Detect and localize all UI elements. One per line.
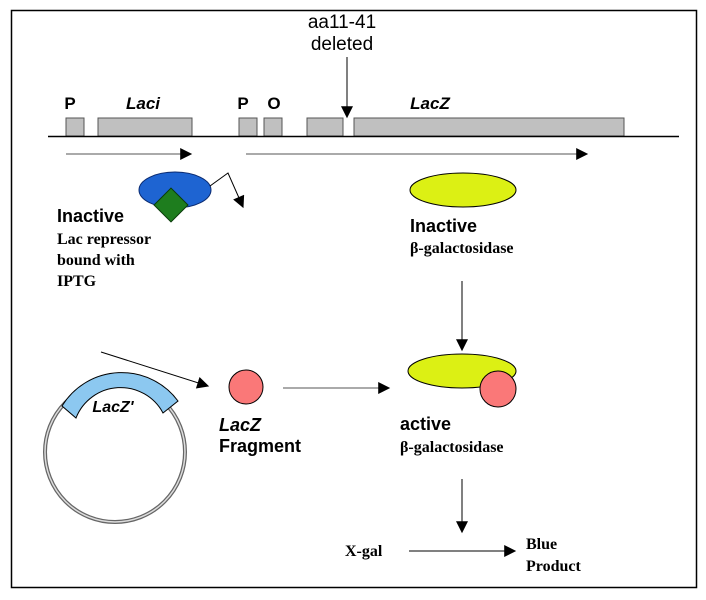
lacz-n-terminal-box <box>306 117 344 137</box>
promoter2-box <box>238 117 258 137</box>
repressor-state: Inactive <box>57 206 124 226</box>
fragment-line2: Fragment <box>219 436 301 456</box>
lacz-fragment-shape <box>228 369 264 405</box>
lacz-prime-insert <box>61 372 179 419</box>
promoter1-label: P <box>64 94 75 113</box>
product-line1: Blue <box>526 536 557 553</box>
deletion-note-line2: deleted <box>311 34 373 55</box>
operator-box <box>263 117 283 137</box>
lacz-label: LacZ <box>410 94 450 113</box>
deletion-note-line1: aa11-41 <box>308 12 376 33</box>
active-enzyme-fragment-shape <box>479 370 517 408</box>
repressor-release-arrow <box>209 172 245 209</box>
inactive-enzyme-state: Inactive <box>410 216 477 236</box>
repressor-line1: Lac repressor <box>57 231 151 248</box>
fragment-line1: LacZ <box>219 415 262 435</box>
product-line2: Product <box>526 558 581 575</box>
inactive-enzyme-name: β-galactosidase <box>410 240 514 257</box>
laci-gene-box <box>97 117 193 137</box>
promoter1-box <box>65 117 85 137</box>
expression-arrow <box>100 351 210 389</box>
inactive-enzyme-shape <box>409 172 517 208</box>
plasmid-insert-label: LacZ' <box>92 399 134 416</box>
active-enzyme-state: active <box>400 414 451 434</box>
active-enzyme-name: β-galactosidase <box>400 439 504 456</box>
repressor-line2: bound with <box>57 252 135 269</box>
iptg-shape <box>153 187 189 223</box>
lacz-gene-box <box>353 117 625 137</box>
laci-label: Laci <box>126 94 161 113</box>
substrate-label: X-gal <box>345 543 383 560</box>
operator-label: O <box>267 94 280 113</box>
promoter2-label: P <box>237 94 248 113</box>
repressor-line3: IPTG <box>57 273 97 290</box>
